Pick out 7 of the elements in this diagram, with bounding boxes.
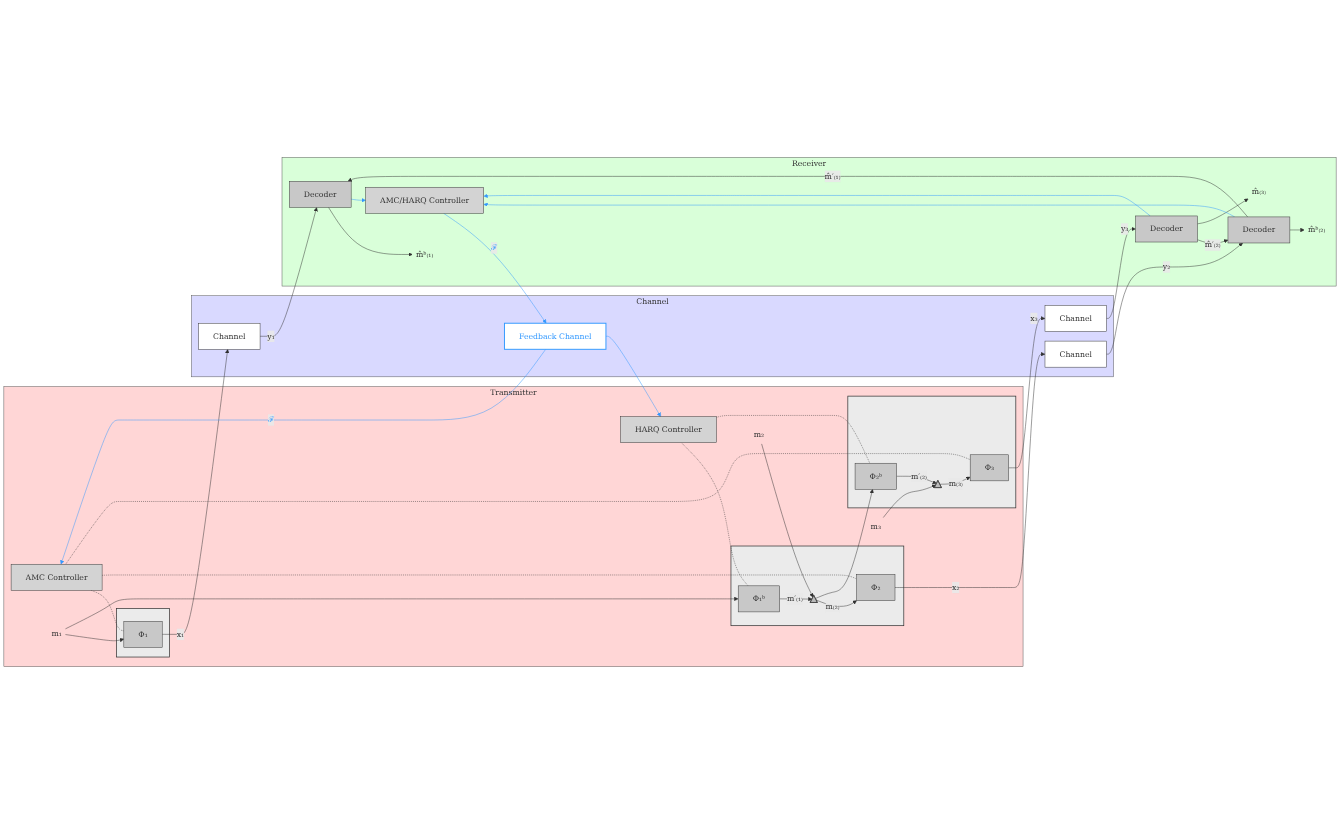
- connector: [90, 590, 125, 632]
- cluster: [730, 545, 905, 626]
- cluster: [116, 608, 170, 658]
- connector: [716, 415, 871, 464]
- connector: [681, 442, 749, 587]
- cluster: [847, 395, 1017, 509]
- connector: [101, 574, 857, 580]
